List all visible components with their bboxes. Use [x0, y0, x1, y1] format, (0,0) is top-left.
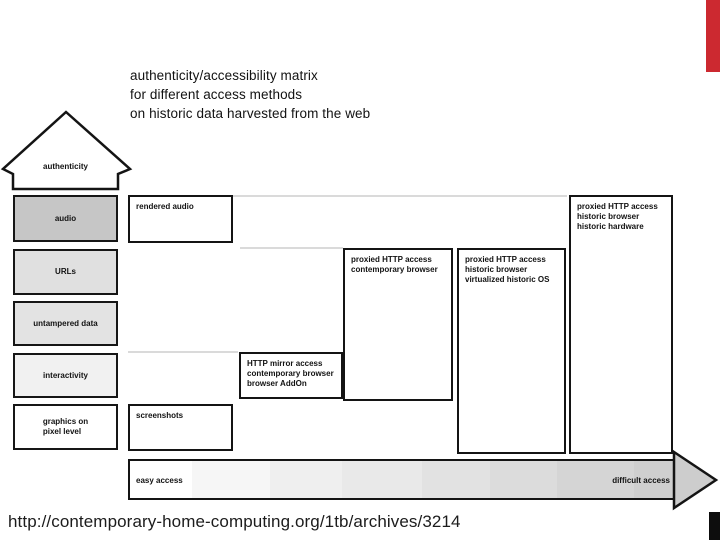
- method-box-http-mirror-access: HTTP mirror access contemporary browser …: [239, 352, 343, 399]
- axis-box-4: graphics on pixel level: [13, 404, 118, 450]
- axis-box-2: untampered data: [13, 301, 118, 346]
- row-gridline: [128, 351, 238, 353]
- method-box-proxied-contemporary-browser: proxied HTTP access contemporary browser: [343, 248, 453, 401]
- diagram-title: authenticity/accessibility matrix for di…: [130, 68, 371, 121]
- method-box-rendered-audio: rendered audio: [128, 195, 233, 243]
- easy-access-label: easy access: [136, 476, 183, 485]
- source-url: http://contemporary-home-computing.org/1…: [8, 512, 461, 531]
- method-box-proxied-virtualized-os: proxied HTTP access historic browser vir…: [457, 248, 566, 454]
- axis-box-1: URLs: [13, 249, 118, 295]
- method-box-proxied-historic-hardware: proxied HTTP access historic browser his…: [569, 195, 673, 454]
- black-corner-square: [709, 512, 720, 540]
- row-gridline: [240, 247, 343, 249]
- access-axis-arrow-body: [128, 459, 675, 500]
- axis-box-0: audio: [13, 195, 118, 242]
- authenticity-axis-label: authenticity: [43, 162, 88, 171]
- row-gridline: [233, 195, 567, 197]
- method-box-screenshots: screenshots: [128, 404, 233, 451]
- difficult-access-label: difficult access: [612, 476, 670, 485]
- axis-box-3: interactivity: [13, 353, 118, 398]
- access-axis-arrow-head: [672, 449, 719, 511]
- authenticity-arrow-shape: [0, 110, 133, 191]
- red-accent-bar: [706, 0, 720, 72]
